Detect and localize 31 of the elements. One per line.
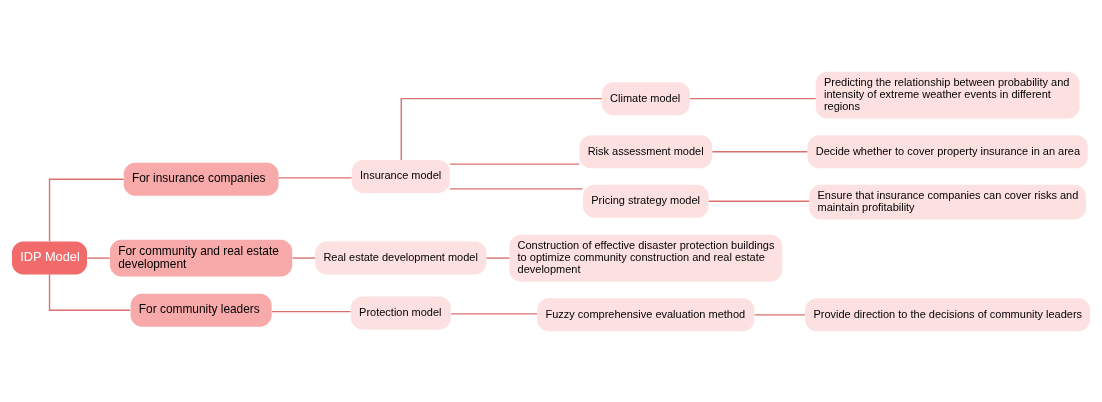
- connector: [48, 178, 125, 242]
- node-box: Real estate development model: [315, 241, 487, 275]
- connector: [711, 150, 808, 152]
- node-box: Fuzzy comprehensive evaluation method: [537, 297, 755, 331]
- node-box: For community and real estate development: [109, 239, 293, 276]
- connector: [485, 256, 510, 259]
- node-box: Provide direction to the decisions of community leaders: [805, 297, 1091, 331]
- connector: [400, 97, 603, 161]
- node-box: Climate model: [601, 81, 690, 115]
- node-box: Insurance model: [351, 159, 450, 193]
- node-box: For community leaders: [130, 293, 272, 327]
- connector: [291, 256, 316, 259]
- node-box: Protection model: [350, 296, 451, 329]
- connector: [271, 310, 352, 312]
- connector: [86, 256, 111, 259]
- connector: [449, 187, 584, 190]
- node-box: Risk assessment model: [579, 134, 713, 168]
- connector: [277, 176, 353, 179]
- node-box: Ensure that insurance companies can cover risks and maintain profitability: [809, 184, 1086, 220]
- node-box: Decide whether to cover property insurance in an area: [807, 134, 1088, 168]
- node-box: For insurance companies: [123, 162, 279, 196]
- node-box: Predicting the relationship between probability and intensity of extreme weather events in different regions: [815, 71, 1080, 118]
- connector: [708, 200, 810, 202]
- connector: [450, 312, 538, 315]
- connector: [48, 273, 131, 311]
- connector: [754, 313, 806, 316]
- node-box: Pricing strategy model: [583, 184, 709, 218]
- node-box: IDP Model: [11, 241, 88, 275]
- connector: [449, 163, 580, 165]
- node-box: Construction of effective disaster protection buildings to optimize community construction and real estate development: [509, 234, 783, 281]
- connector: [689, 97, 817, 99]
